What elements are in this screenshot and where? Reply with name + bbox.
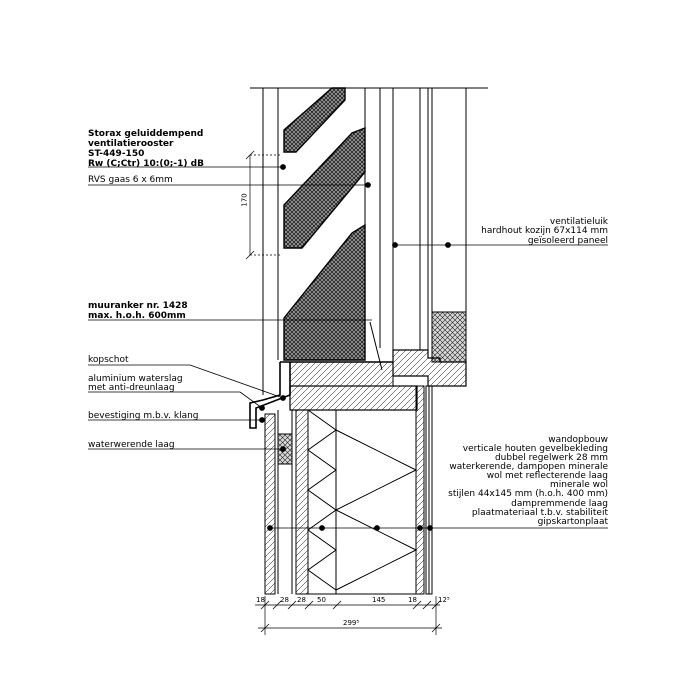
dim-total: 299⁵ [343,619,360,627]
label-storax-1: Storax geluiddempend [88,129,204,139]
louvre-blades [283,87,366,361]
insulated-panel-hatch [431,311,467,363]
label-wand-4: waterkerende, dampopen minerale [449,462,608,472]
label-kopschot: kopschot [88,355,129,365]
dim-145: 145 [372,596,386,604]
label-bevestiging: bevestiging m.b.v. klang [88,411,199,421]
top-plate [289,385,418,411]
label-muuranker-2: max. h.o.h. 600mm [88,311,186,321]
label-rvs-gaas: RVS gaas 6 x 6mm [88,175,173,185]
dim-vertical-170: 170 [240,193,249,207]
dim-12-5: 12⁵ [438,596,450,604]
label-luik-3: geïsoleerd paneel [527,236,608,246]
label-wand-8: dampremmende laag [511,499,608,509]
sill-assembly [249,321,394,429]
dimension-lines [245,150,442,635]
label-wand-2: verticale houten gevelbekleding [462,444,608,454]
label-luik-2: hardhout kozijn 67x114 mm [481,226,608,236]
label-storax-3: ST-449-150 [88,149,145,159]
dim-18a: 18 [256,596,265,604]
leader-lines [88,164,608,531]
dim-28b: 28 [297,596,306,604]
label-wand-1: wandopbouw [548,435,608,445]
label-wand-6: minerale wol [550,480,608,490]
label-muuranker-1: muuranker nr. 1428 [88,301,188,311]
dim-50: 50 [317,596,326,604]
label-wand-10: gipskartonplaat [537,517,608,527]
label-storax-4: Rw (C;Ctr) 10:(0;-1) dB [88,159,204,169]
label-wand-3: dubbel regelwerk 28 mm [494,453,608,463]
label-wand-7: stijlen 44x145 mm (h.o.h. 400 mm) [448,489,608,499]
dim-18b: 18 [408,596,417,604]
label-storax-2: ventilatierooster [88,139,174,149]
label-waterwerend: waterwerende laag [88,440,175,450]
label-waterslag-2: met anti-dreunlaag [88,383,175,393]
label-wand-5: wol met reflecterende laag [486,471,608,481]
label-luik-1: ventilatieluik [549,217,608,227]
label-wand-9: plaatmateriaal t.b.v. stabiliteit [471,508,608,518]
hardwood-frame [392,349,467,387]
lower-wall [264,385,433,595]
dim-28a: 28 [280,596,289,604]
label-waterslag-1: aluminium waterslag [88,374,183,384]
